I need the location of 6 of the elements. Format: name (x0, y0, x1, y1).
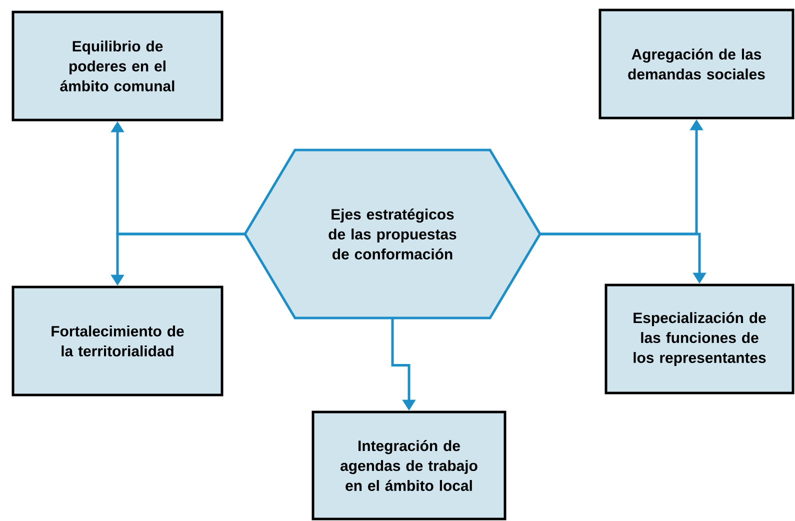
text-box: Especialización de las funciones de los representantes (604, 284, 794, 394)
text-box: Agregación de las demandas sociales (598, 8, 794, 120)
text-box: Equilibrio de poderes en el ámbito comunal (12, 10, 224, 122)
text-box: Integración de agendas de trabajo en el ámbito local (312, 410, 506, 520)
hexagon: Ejes estratégicos de las propuestas de conformación (244, 148, 542, 320)
text-box: Fortalecimiento de la territorialidad (12, 286, 224, 396)
